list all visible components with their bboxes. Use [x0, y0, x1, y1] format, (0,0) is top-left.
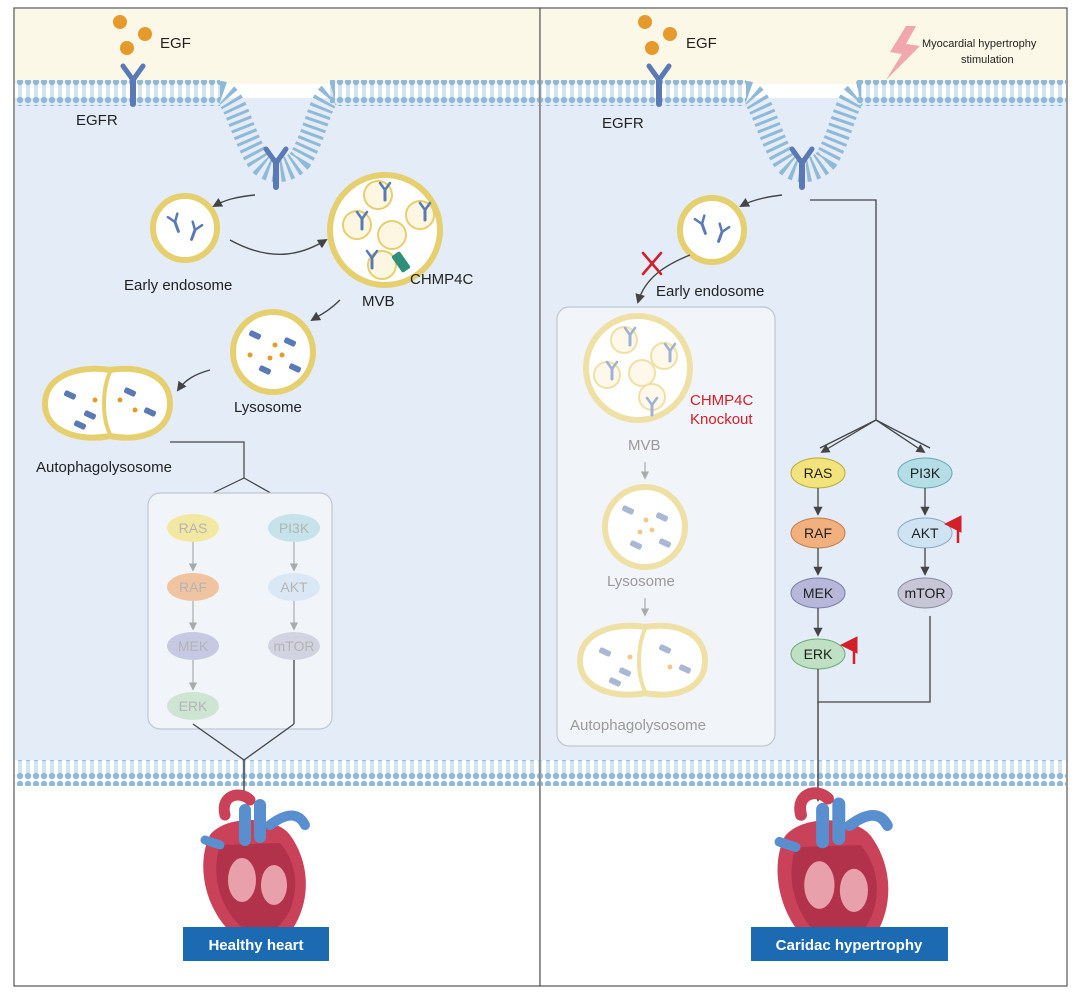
egf-ligand-icon — [638, 15, 677, 55]
pi3k-node: PI3K — [268, 514, 320, 542]
lysosome-icon — [230, 309, 316, 395]
ras-node: RAS — [167, 514, 219, 542]
mtor-node: mTOR — [268, 632, 320, 660]
akt-node: AKT — [897, 517, 953, 549]
raf-node: RAF — [790, 517, 846, 549]
mek-node: MEK — [167, 632, 219, 660]
svg-text:ERK: ERK — [804, 646, 833, 662]
svg-text:mTOR: mTOR — [905, 585, 946, 601]
egf-label: EGF — [160, 35, 191, 52]
svg-text:PI3K: PI3K — [279, 520, 310, 536]
mek-node: MEK — [790, 577, 846, 609]
pi3k-node: PI3K — [897, 457, 953, 489]
erk-node: ERK — [790, 638, 846, 670]
arrow-lysosome-to-autophagolysosome — [176, 369, 211, 392]
early-endosome-icon — [677, 195, 747, 265]
arrow-membrane-to-endosome — [739, 194, 783, 207]
mvb-label: MVB — [628, 437, 661, 454]
lightning-bolt-icon — [886, 26, 920, 80]
autophagolysosome-icon — [41, 365, 174, 441]
autophagolysosome-label: Autophagolysosome — [570, 717, 706, 734]
svg-text:AKT: AKT — [911, 525, 939, 541]
svg-text:mTOR: mTOR — [274, 638, 315, 654]
svg-text:RAS: RAS — [804, 465, 833, 481]
ras-node: RAS — [790, 457, 846, 489]
svg-text:MEK: MEK — [178, 638, 209, 654]
early-endosome-icon — [150, 193, 220, 263]
arrow-mvb-to-lysosome — [310, 299, 341, 322]
left-pathway-box: RAS RAF MEK ERK PI3K AKT — [147, 492, 333, 730]
hypertrophy-label: Caridac hypertrophy — [776, 937, 923, 954]
knockout-label-line2: Knockout — [690, 411, 753, 428]
healthy-heart-banner — [183, 927, 329, 961]
right-panel: EGF EGFR Myocardial hypertrophy stimulat… — [539, 7, 1068, 987]
knockout-pathway-box: CHMP4C Knockout MVB Lysosome — [556, 306, 776, 747]
healthy-heart-label: Healthy heart — [208, 937, 303, 954]
hypertrophy-banner — [751, 927, 948, 961]
egf-label: EGF — [686, 35, 717, 52]
egfr-label: EGFR — [76, 112, 118, 129]
svg-text:AKT: AKT — [280, 579, 308, 595]
plasma-membrane-top — [541, 80, 746, 106]
knockout-label-line1: CHMP4C — [690, 392, 754, 409]
svg-text:RAF: RAF — [179, 579, 207, 595]
arrow-endosome-to-mvb — [229, 238, 328, 256]
svg-text:MEK: MEK — [803, 585, 834, 601]
akt-node: AKT — [268, 573, 320, 601]
stimulus-label-line2: stimulation — [961, 54, 1014, 66]
autophagolysosome-label: Autophagolysosome — [36, 459, 172, 476]
egf-ligand-icon — [113, 15, 152, 55]
lysosome-faded-icon — [602, 484, 688, 570]
mvb-label: MVB — [362, 293, 395, 310]
svg-text:RAS: RAS — [179, 520, 208, 536]
early-endosome-label: Early endosome — [124, 277, 232, 294]
arrow-membrane-to-endosome — [212, 194, 256, 207]
svg-text:ERK: ERK — [179, 698, 208, 714]
block-x-icon — [641, 251, 663, 276]
mtor-node: mTOR — [897, 577, 953, 609]
mvb-icon — [327, 172, 443, 288]
raf-node: RAF — [167, 573, 219, 601]
erk-node: ERK — [167, 692, 219, 720]
arrow-endosome-to-mvb-blocked — [635, 254, 691, 304]
left-panel: EGF EGFR Early endosome CHMP4C MVB — [13, 7, 541, 987]
plasma-membrane-top — [15, 80, 220, 106]
egfr-label: EGFR — [602, 115, 644, 132]
right-pathway: RAS RAF MEK ERK PI3K AKT — [790, 457, 962, 670]
lysosome-label: Lysosome — [234, 399, 302, 416]
plasma-membrane-bottom — [15, 760, 539, 786]
svg-text:RAF: RAF — [804, 525, 832, 541]
plasma-membrane-bottom — [541, 760, 1066, 786]
autophagolysosome-faded-icon — [576, 622, 709, 698]
svg-text:PI3K: PI3K — [910, 465, 941, 481]
chmp4c-label: CHMP4C — [410, 271, 474, 288]
early-endosome-label: Early endosome — [656, 283, 764, 300]
chmp4c-icon — [391, 251, 411, 273]
mvb-faded-icon — [583, 313, 693, 423]
stimulus-label-line1: Myocardial hypertrophy — [922, 38, 1037, 50]
lysosome-label: Lysosome — [607, 573, 675, 590]
